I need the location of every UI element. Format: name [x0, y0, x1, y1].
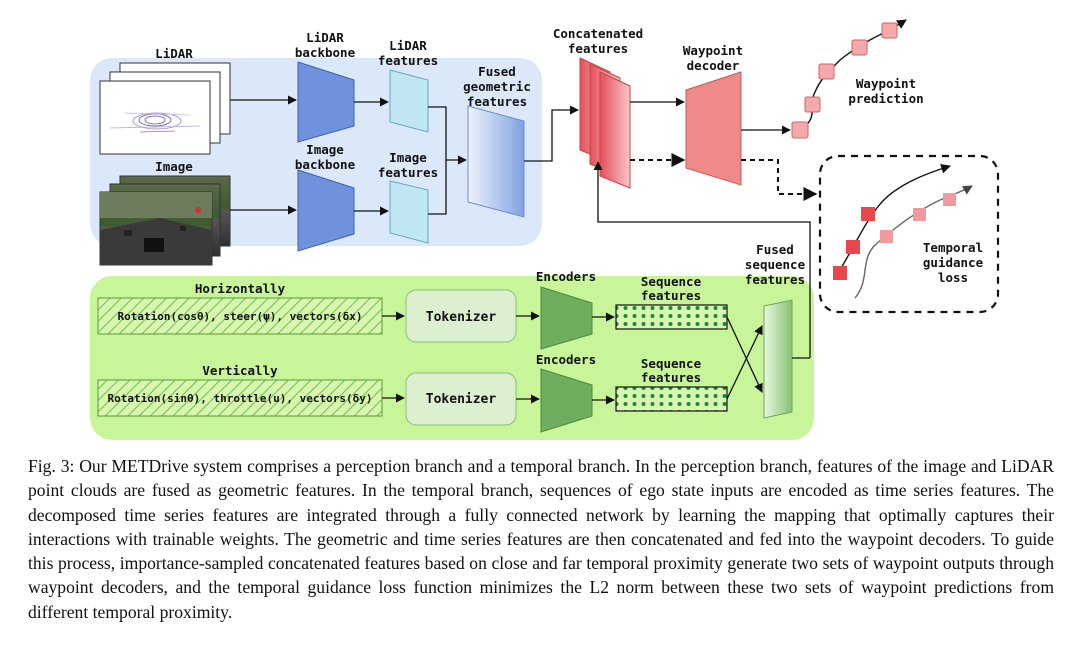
architecture-diagram: LiDAR Image LiDAR backbone Image backbon… — [90, 19, 1000, 440]
image-backbone-label-2: backbone — [295, 157, 356, 172]
fused-sequence-label-3: features — [745, 272, 805, 287]
lidar-features-label-2: features — [378, 53, 438, 68]
image-features-block — [389, 180, 429, 244]
lidar-features-block — [389, 69, 429, 133]
lidar-backbone-label-2: backbone — [295, 45, 356, 60]
waypoint-prediction-trajectory — [791, 19, 907, 139]
waypoint-decoder-label-2: decoder — [687, 58, 740, 73]
tokenizer-v-label: Tokenizer — [426, 392, 497, 407]
image-backbone-label-1: Image — [306, 142, 344, 157]
fused-sequence-features-block — [763, 299, 793, 419]
fused-geometric-label-1: Fused — [478, 64, 516, 79]
concatenated-label-2: features — [568, 41, 628, 56]
encoder-h — [540, 286, 593, 350]
lidar-input-stack — [99, 62, 231, 155]
vertical-input-text: Rotation(sinθ), throttle(u), vectors(δy) — [108, 392, 373, 405]
temporal-arrows — [382, 311, 810, 405]
horizontally-label: Horizontally — [195, 281, 286, 296]
lidar-backbone-label-1: LiDAR — [306, 30, 344, 45]
encoders-v-label: Encoders — [536, 352, 596, 367]
waypoint-prediction-label-1: Waypoint — [856, 76, 916, 91]
horizontal-input-box — [97, 297, 383, 335]
image-backbone — [297, 169, 355, 252]
temporal-loss-label-3: loss — [938, 270, 968, 285]
temporal-loss-label-2: guidance — [923, 255, 984, 270]
waypoint-decoder-label-1: Waypoint — [683, 43, 743, 58]
encoder-v — [540, 368, 593, 433]
camera-scene-icon — [100, 192, 212, 265]
vertically-label: Vertically — [202, 363, 278, 378]
sequence-features-v-label-2: features — [641, 370, 701, 385]
lidar-backbone — [297, 61, 355, 143]
concatenated-features-block — [579, 57, 631, 189]
fused-sequence-label-2: sequence — [745, 257, 806, 272]
sequence-features-h-label-2: features — [641, 288, 701, 303]
temporal-guidance-trajectories — [833, 164, 973, 299]
waypoint-prediction-label-2: prediction — [848, 91, 923, 106]
sequence-features-v-label-1: Sequence — [641, 356, 702, 371]
waypoint-decoder — [685, 71, 742, 186]
concatenated-label-1: Concatenated — [553, 26, 643, 41]
lidar-features-label-1: LiDAR — [389, 38, 427, 53]
perception-arrows — [230, 95, 818, 358]
temporal-loss-label-1: Temporal — [923, 240, 983, 255]
encoders-h-label: Encoders — [536, 269, 596, 284]
image-features-label-2: features — [378, 165, 438, 180]
sequence-features-h — [615, 304, 728, 330]
fused-geometric-label-3: features — [467, 94, 527, 109]
sequence-features-v — [615, 386, 728, 412]
image-label: Image — [155, 159, 193, 174]
vertical-input-box — [97, 379, 383, 417]
fused-geometric-features-block — [467, 105, 525, 218]
figure-caption: Fig. 3: Our METDrive system comprises a … — [28, 456, 1054, 622]
image-input-stack — [99, 175, 231, 266]
image-features-label-1: Image — [389, 150, 427, 165]
lidar-point-cloud-icon — [109, 112, 201, 133]
lidar-label: LiDAR — [155, 46, 193, 61]
horizontal-input-text: Rotation(cosθ), steer(ψ), vectors(δx) — [117, 310, 362, 323]
temporal-guidance-loss-box — [818, 154, 1000, 314]
sequence-features-h-label-1: Sequence — [641, 274, 702, 289]
fused-geometric-label-2: geometric — [463, 79, 531, 94]
fused-sequence-label-1: Fused — [756, 242, 794, 257]
tokenizer-h-label: Tokenizer — [426, 310, 497, 325]
